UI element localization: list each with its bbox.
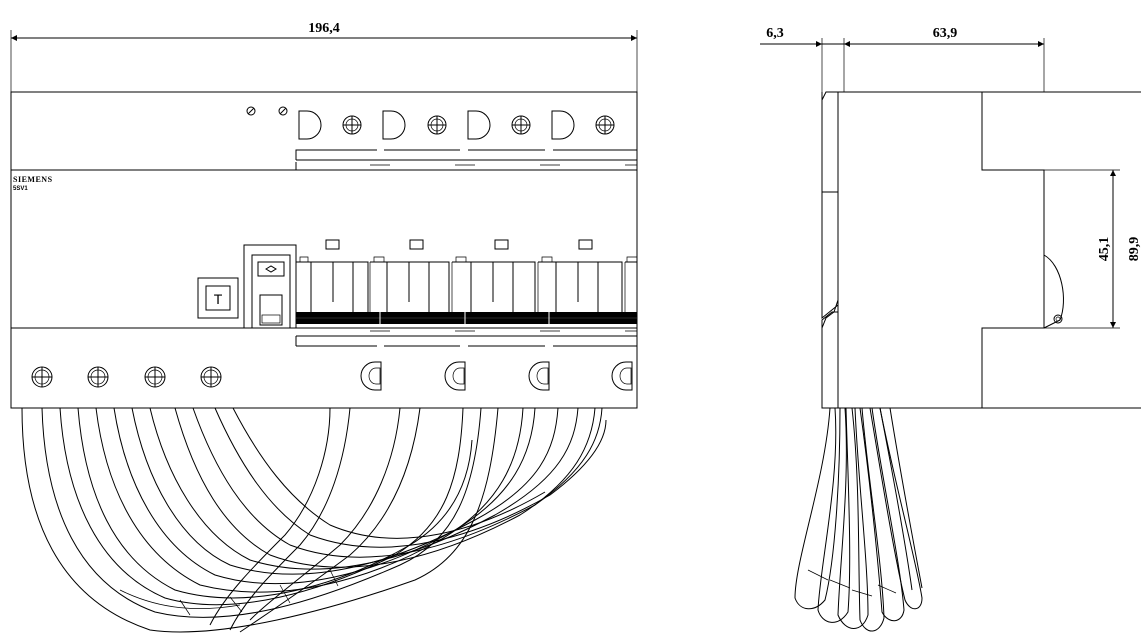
small-screw-icon [246, 106, 256, 116]
cable-clamp-icon [528, 361, 550, 391]
dimension-label-side-depth: 63,9 [933, 26, 958, 41]
bottom-screw-icon [144, 366, 166, 388]
front-view: 196,4 SIEMENS 5SV1 [10, 21, 638, 633]
terminal-screw-icon [342, 115, 362, 135]
terminal-screw-icon [511, 115, 531, 135]
lever-module [243, 244, 297, 329]
dimension-label-side-h2: 89,9 [1127, 237, 1141, 262]
dimension-label-front-width: 196,4 [308, 21, 340, 36]
cable-clamp-icon [611, 361, 633, 391]
side-view: 6,3 63,9 45,1 89,9 [760, 26, 1141, 632]
switch-levers [296, 256, 637, 324]
test-button-label: T [214, 291, 223, 307]
bottom-screw-icon [87, 366, 109, 388]
terminal-screw-icon [595, 115, 615, 135]
small-screw-icon [278, 106, 288, 116]
dimension-side-right: 45,1 89,9 [1044, 169, 1141, 329]
top-terminals [298, 110, 615, 140]
test-button: T [197, 277, 239, 319]
brand-label: SIEMENS [13, 175, 53, 184]
cable-clamp-icon [444, 361, 466, 391]
cables [21, 407, 607, 633]
dimension-label-side-h1: 45,1 [1097, 237, 1112, 262]
bottom-screw-icon [31, 366, 53, 388]
dimension-label-side-left: 6,3 [766, 26, 784, 41]
cable-clamp-icon [360, 361, 382, 391]
side-cables [794, 407, 923, 632]
dimension-side-top: 6,3 63,9 [760, 26, 1045, 92]
model-label: 5SV1 [13, 186, 28, 192]
side-body [821, 91, 1045, 409]
front-body [10, 91, 638, 409]
terminal-screw-icon [427, 115, 447, 135]
dimension-front-width: 196,4 [10, 21, 638, 92]
bottom-screw-icon [200, 366, 222, 388]
